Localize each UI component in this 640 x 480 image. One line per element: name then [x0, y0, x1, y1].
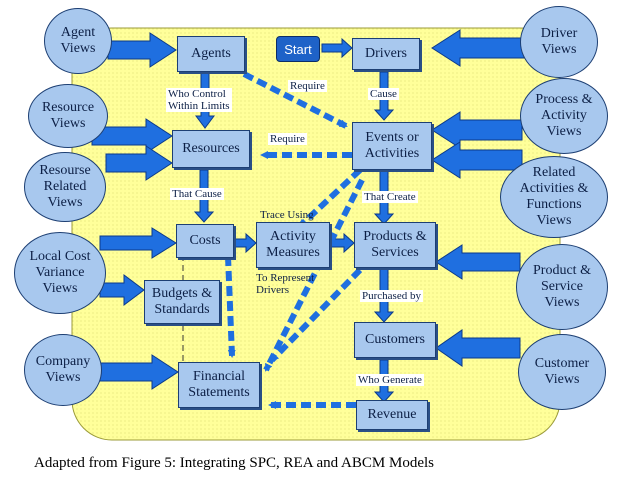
- arrow-resource-views: [91, 118, 173, 154]
- arrow-agent-views: [107, 32, 177, 68]
- arrow-costs-activity: [233, 232, 257, 254]
- start-button[interactable]: Start: [276, 36, 320, 62]
- label-cause: Cause: [368, 88, 399, 100]
- arrow-process-views: [431, 111, 523, 149]
- arrow-activity-products: [329, 232, 355, 254]
- dashed-events-financial: [263, 178, 365, 372]
- label-purchased-by: Purchased by: [360, 290, 423, 302]
- oval-local-cost-views: Local Cost Variance Views: [14, 232, 106, 314]
- dashed-products-financial: [269, 267, 363, 363]
- arrow-customer-views: [435, 329, 521, 367]
- dashed-agents-events: [242, 71, 348, 129]
- figure-caption: Adapted from Figure 5: Integrating SPC, …: [34, 455, 434, 471]
- label-to-represent: To Represent Drivers: [256, 272, 315, 296]
- node-costs: Costs: [176, 224, 234, 258]
- oval-resourse-related-views: Resourse Related Views: [24, 152, 106, 222]
- arrow-local-cost-costs: [99, 227, 177, 259]
- label-require-mid: Require: [268, 133, 307, 145]
- oval-customer-views: Customer Views: [518, 334, 606, 410]
- oval-agent-views: Agent Views: [44, 8, 112, 74]
- label-who-control: Who Control Within Limits: [166, 88, 232, 112]
- label-that-cause: That Cause: [170, 188, 224, 200]
- dashed-costs-financial: [225, 255, 236, 358]
- node-events: Events or Activities: [352, 122, 432, 170]
- node-financial: Financial Statements: [178, 362, 260, 408]
- arrow-driver-views: [431, 29, 525, 67]
- oval-company-views: Company Views: [24, 334, 102, 406]
- node-drivers: Drivers: [352, 38, 420, 70]
- node-resources: Resources: [172, 130, 250, 168]
- node-agents: Agents: [177, 36, 245, 72]
- node-customers: Customers: [354, 322, 436, 358]
- node-revenue: Revenue: [356, 400, 428, 430]
- arrow-resourse-related: [105, 145, 173, 181]
- oval-resource-views: Resource Views: [28, 84, 108, 148]
- node-activity-measures: Activity Measures: [256, 222, 330, 268]
- node-budgets: Budgets & Standards: [144, 280, 220, 324]
- oval-driver-views: Driver Views: [520, 6, 598, 78]
- label-who-generate: Who Generate: [356, 374, 424, 386]
- arrow-local-cost-budgets: [99, 274, 145, 306]
- arrow-start-drivers: [321, 37, 353, 59]
- arrow-company-views: [99, 354, 179, 390]
- oval-process-views: Process & Activity Views: [520, 78, 608, 154]
- oval-related-activities-views: Related Activities & Functions Views: [500, 156, 608, 238]
- label-require-top: Require: [288, 80, 327, 92]
- label-that-create: That Create: [362, 191, 418, 203]
- dashed-events-activity: [297, 167, 363, 229]
- node-products: Products & Services: [354, 222, 436, 268]
- arrow-product-views: [435, 244, 521, 280]
- label-trace-using: Trace Using: [260, 209, 314, 221]
- oval-product-service-views: Product & Service Views: [516, 244, 608, 330]
